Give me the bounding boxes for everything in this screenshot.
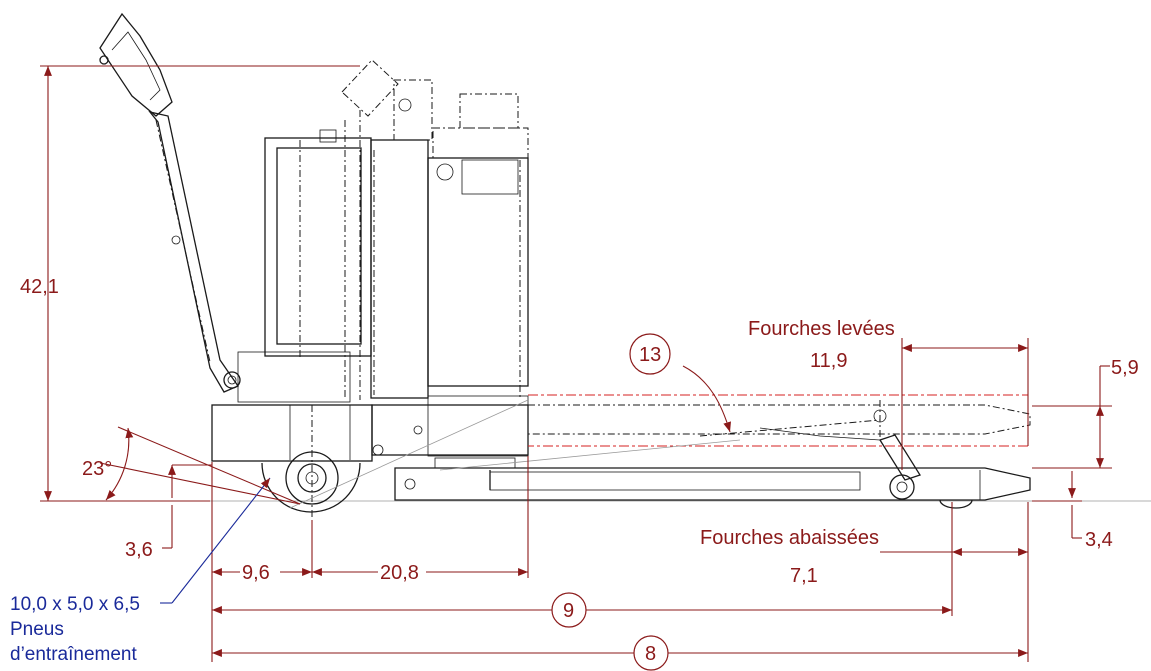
- dimension-a: 9,6: [242, 562, 270, 584]
- tire-label-line-1: Pneus: [10, 619, 64, 640]
- clearance-dimension: 3,6: [125, 539, 153, 561]
- tiller-handle: [99, 12, 241, 393]
- drive-wheel: [261, 405, 361, 520]
- callout-13: 13: [639, 344, 661, 366]
- lowered-height-dimension: 3,4: [1085, 529, 1113, 551]
- fork-lowered: [394, 434, 1031, 509]
- fork-end-dimension: 7,1: [790, 565, 818, 587]
- callout-9: 9: [563, 600, 574, 622]
- raised-height-dimension: 5,9: [1111, 357, 1139, 379]
- dimensions: 42,1 23° 3,6 Fourches levées 11,9 5,9 3,…: [20, 65, 1139, 671]
- tire-size-label: 10,0 x 5,0 x 6,5: [10, 594, 140, 615]
- angle-dimension: 23°: [82, 458, 112, 480]
- truck-drawing: [99, 12, 1151, 520]
- forks-raised-label: Fourches levées: [748, 318, 895, 340]
- dimension-b: 20,8: [380, 562, 419, 584]
- battery-compartment: [264, 59, 529, 400]
- chassis: [211, 351, 529, 469]
- forks-raised-length: 11,9: [810, 350, 847, 372]
- tire-label-line-2: d’entraînement: [10, 644, 137, 665]
- forks-lowered-label: Fourches abaissées: [700, 527, 879, 549]
- fork-raised: [527, 394, 1031, 447]
- callout-8: 8: [645, 643, 656, 665]
- height-dimension: 42,1: [20, 276, 59, 298]
